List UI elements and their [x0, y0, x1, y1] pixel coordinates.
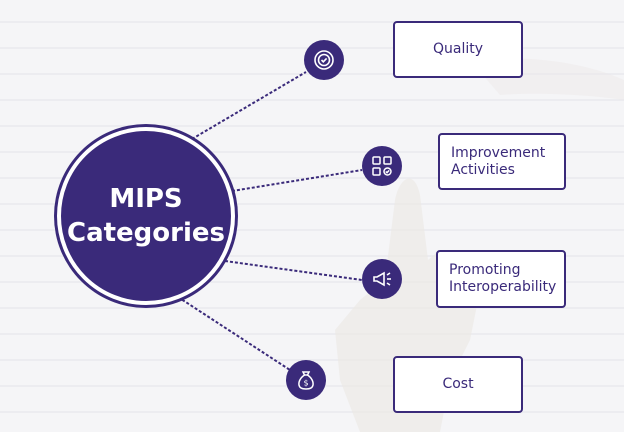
svg-text:$: $ — [303, 379, 308, 388]
center-title-line1: MIPS — [109, 184, 183, 214]
activities-grid-icon — [362, 146, 402, 186]
category-improvement-label-line1: Improvement — [451, 144, 546, 161]
megaphone-icon — [362, 259, 402, 299]
category-improvement-label-line2: Activities — [451, 161, 515, 178]
connector-cost — [177, 296, 291, 371]
category-interoperability-box: Promoting Interoperability — [436, 250, 566, 308]
connector-interoperability — [224, 260, 363, 281]
mips-categories-circle: MIPS Categories — [57, 127, 235, 305]
money-bag-icon: $ — [286, 360, 326, 400]
category-interoperability-label-line1: Promoting — [449, 262, 521, 278]
category-improvement-box: Improvement Activities — [438, 133, 566, 190]
connector-quality — [191, 71, 307, 140]
category-quality-label: Quality — [432, 41, 484, 57]
category-interoperability-label-line2: Interoperability — [449, 279, 557, 295]
category-cost-label: Cost — [442, 376, 474, 392]
quality-badge-icon — [304, 40, 344, 80]
category-cost-box: Cost — [393, 356, 523, 413]
center-title-line2: Categories — [66, 218, 225, 248]
connector-improvement — [231, 169, 363, 192]
category-quality-box: Quality — [393, 21, 523, 78]
